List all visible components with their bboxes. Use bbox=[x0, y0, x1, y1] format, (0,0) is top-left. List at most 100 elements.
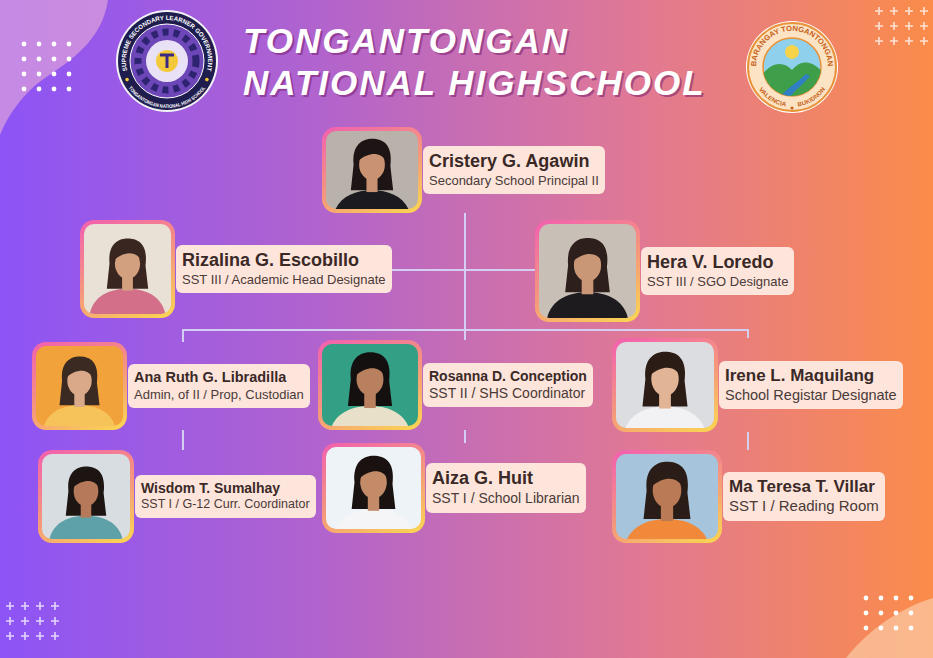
decor-plus bbox=[905, 37, 913, 45]
name-label: Irene L. MaquilangSchool Registar Design… bbox=[719, 361, 903, 410]
decor-dot bbox=[894, 611, 899, 616]
staff-card: Rizalina G. EscobilloSST III / Academic … bbox=[80, 220, 392, 318]
name-label: Rizalina G. EscobilloSST III / Academic … bbox=[176, 245, 392, 293]
logo-text: SUPREME SECONDARY LEARNER GOVERNMENT bbox=[120, 14, 214, 72]
decor-plus bbox=[890, 22, 898, 30]
connector-line bbox=[464, 213, 466, 340]
decor-plus bbox=[875, 37, 883, 45]
barangay-seal bbox=[746, 21, 838, 113]
photo-ground bbox=[322, 344, 418, 426]
seal-ring bbox=[748, 23, 836, 111]
staff-name: Irene L. Maquilang bbox=[725, 366, 897, 386]
decor-plus bbox=[21, 632, 29, 640]
seal-rim bbox=[746, 21, 838, 113]
photo-frame bbox=[38, 450, 134, 543]
shoulders bbox=[547, 292, 628, 318]
seal-river bbox=[778, 74, 810, 100]
dot-grid bbox=[864, 596, 914, 631]
hair-top bbox=[356, 358, 385, 375]
staff-card: Irene L. MaquilangSchool Registar Design… bbox=[612, 338, 903, 432]
staff-name: Ma Teresa T. Villar bbox=[729, 477, 879, 497]
shoulders bbox=[90, 289, 166, 314]
staff-name: Rizalina G. Escobillo bbox=[182, 250, 386, 272]
photo-frame bbox=[318, 340, 422, 430]
shoulders bbox=[624, 407, 706, 428]
decor-plus bbox=[890, 7, 898, 15]
photo-window bbox=[36, 346, 123, 426]
staff-card: Cristery G. AgawinSecondary School Princ… bbox=[322, 127, 605, 213]
corner-blob bbox=[846, 598, 933, 658]
staff-role: SST II / SHS Coordinator bbox=[429, 385, 587, 403]
sslg-logo bbox=[116, 10, 218, 112]
portrait bbox=[84, 224, 171, 314]
plus-grid bbox=[875, 7, 928, 45]
portrait bbox=[326, 447, 421, 529]
portrait bbox=[42, 454, 130, 539]
shoulders bbox=[333, 190, 410, 209]
decor-plus bbox=[6, 617, 14, 625]
name-label: Rosanna D. ConceptionSST II / SHS Coordi… bbox=[423, 363, 593, 407]
photo-ground bbox=[326, 447, 421, 529]
hair-top bbox=[573, 244, 602, 262]
photo-window bbox=[616, 454, 718, 539]
staff-card: Rosanna D. ConceptionSST II / SHS Coordi… bbox=[318, 340, 593, 430]
logo-gear bbox=[138, 32, 196, 90]
photo-window bbox=[322, 344, 418, 426]
seal-dot bbox=[790, 106, 793, 109]
name-label: Cristery G. AgawinSecondary School Princ… bbox=[423, 146, 605, 194]
shoulders bbox=[334, 509, 414, 529]
logo-disc bbox=[146, 40, 188, 82]
shoulders bbox=[49, 516, 123, 539]
decor-plus bbox=[51, 632, 59, 640]
decor-dot bbox=[67, 87, 72, 92]
decor-dot bbox=[864, 626, 869, 631]
decor-dot bbox=[909, 596, 914, 601]
decor-plus bbox=[890, 37, 898, 45]
staff-role: School Registar Designate bbox=[725, 386, 897, 404]
decor-dot bbox=[879, 611, 884, 616]
name-label: Ana Ruth G. LibradillaAdmin, of II / Pro… bbox=[128, 364, 310, 408]
staff-name: Wisdom T. Sumalhay bbox=[141, 480, 310, 497]
photo-frame bbox=[322, 127, 422, 213]
decor-dot bbox=[52, 87, 57, 92]
photo-ground bbox=[616, 454, 718, 539]
decor-dot bbox=[864, 611, 869, 616]
decor-dot bbox=[22, 42, 27, 47]
logo-star bbox=[125, 78, 129, 82]
name-label: Wisdom T. SumalhaySST I / G-12 Curr. Coo… bbox=[135, 475, 316, 517]
logo-text: BARANGAY TONGANTONGAN bbox=[749, 24, 835, 67]
staff-role: SST III / Academic Head Designate bbox=[182, 272, 386, 288]
decor-plus bbox=[920, 7, 928, 15]
decor-plus bbox=[21, 602, 29, 610]
name-label: Hera V. LoredoSST III / SGO Designate bbox=[641, 247, 794, 295]
photo-window bbox=[84, 224, 171, 314]
name-label: Aiza G. HuitSST I / School Librarian bbox=[426, 463, 586, 512]
decor-plus bbox=[905, 7, 913, 15]
decor-dot bbox=[37, 42, 42, 47]
shoulders bbox=[330, 406, 411, 426]
decor-dot bbox=[894, 626, 899, 631]
hair-top bbox=[66, 361, 92, 377]
photo-frame bbox=[322, 443, 425, 533]
staff-card: Wisdom T. SumalhaySST I / G-12 Curr. Coo… bbox=[38, 450, 316, 543]
decor-plus bbox=[36, 617, 44, 625]
hair-top bbox=[114, 244, 141, 260]
logo-ring bbox=[118, 12, 216, 110]
photo-window bbox=[326, 131, 418, 209]
portrait bbox=[539, 224, 636, 318]
photo-window bbox=[326, 447, 421, 529]
hair-top bbox=[652, 468, 683, 487]
portrait bbox=[326, 131, 418, 209]
hair-top bbox=[358, 144, 386, 161]
decor-plus bbox=[51, 617, 59, 625]
staff-role: SST I / Reading Room bbox=[729, 497, 879, 516]
decor-dot bbox=[52, 57, 57, 62]
staff-card: Aiza G. HuitSST I / School Librarian bbox=[322, 443, 586, 533]
decor-dot bbox=[67, 42, 72, 47]
decor-dot bbox=[22, 72, 27, 77]
photo-ground bbox=[616, 342, 714, 428]
seal-landscape bbox=[760, 45, 826, 100]
decor-dot bbox=[22, 57, 27, 62]
photo-ground bbox=[326, 131, 418, 209]
decor-plus bbox=[6, 602, 14, 610]
